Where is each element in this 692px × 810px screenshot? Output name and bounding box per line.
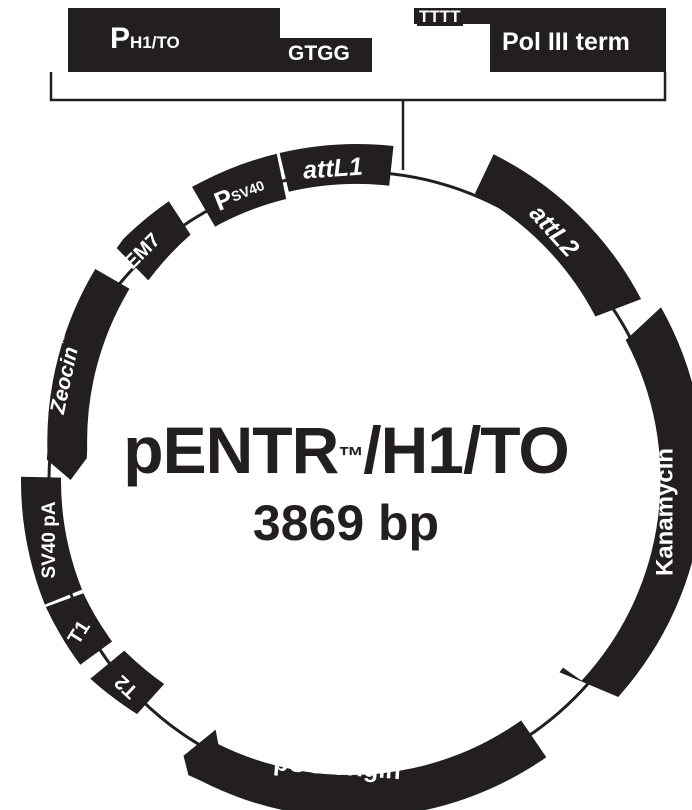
trademark-symbol: ™ xyxy=(338,441,364,471)
puc-origin-arrow xyxy=(183,720,547,810)
sv40-pa-feature xyxy=(20,476,83,605)
kanamycin-label: Kanamycin xyxy=(651,448,678,576)
gtgg-box xyxy=(278,38,372,72)
h1-to-promoter-box xyxy=(68,8,280,72)
kanamycin-arrow xyxy=(559,307,692,697)
t2-feature xyxy=(90,650,165,714)
attl2-feature xyxy=(474,154,642,317)
attl1-label: attL1 xyxy=(302,153,364,185)
plasmid-name-rest: /H1/TO xyxy=(363,413,570,487)
plasmid-size: 3869 bp xyxy=(252,495,440,551)
attl1-feature xyxy=(279,143,394,192)
zeocin-arrow xyxy=(46,269,130,480)
promoter-letter: P xyxy=(110,22,131,55)
bracket-line xyxy=(49,72,667,102)
pol-iii-terminator-box xyxy=(490,8,666,72)
insert-bracket xyxy=(49,72,667,170)
plasmid-name-main: pENTR xyxy=(123,413,339,487)
h1-to-promoter-label: PH1/TO xyxy=(110,22,180,56)
promoter-subscript: H1/TO xyxy=(130,33,180,52)
plasmid-name: pENTR™/H1/TO xyxy=(0,415,692,485)
sv40-pa-label: SV40 pA xyxy=(39,501,60,578)
tttt-label: TTTT xyxy=(417,7,463,26)
t1-feature xyxy=(45,593,113,665)
pol-iii-terminator-label: Pol III term xyxy=(502,28,630,56)
psv40-arrow xyxy=(192,153,287,227)
gtgg-label: GTGG xyxy=(288,42,350,65)
em7-arrow xyxy=(116,201,191,281)
